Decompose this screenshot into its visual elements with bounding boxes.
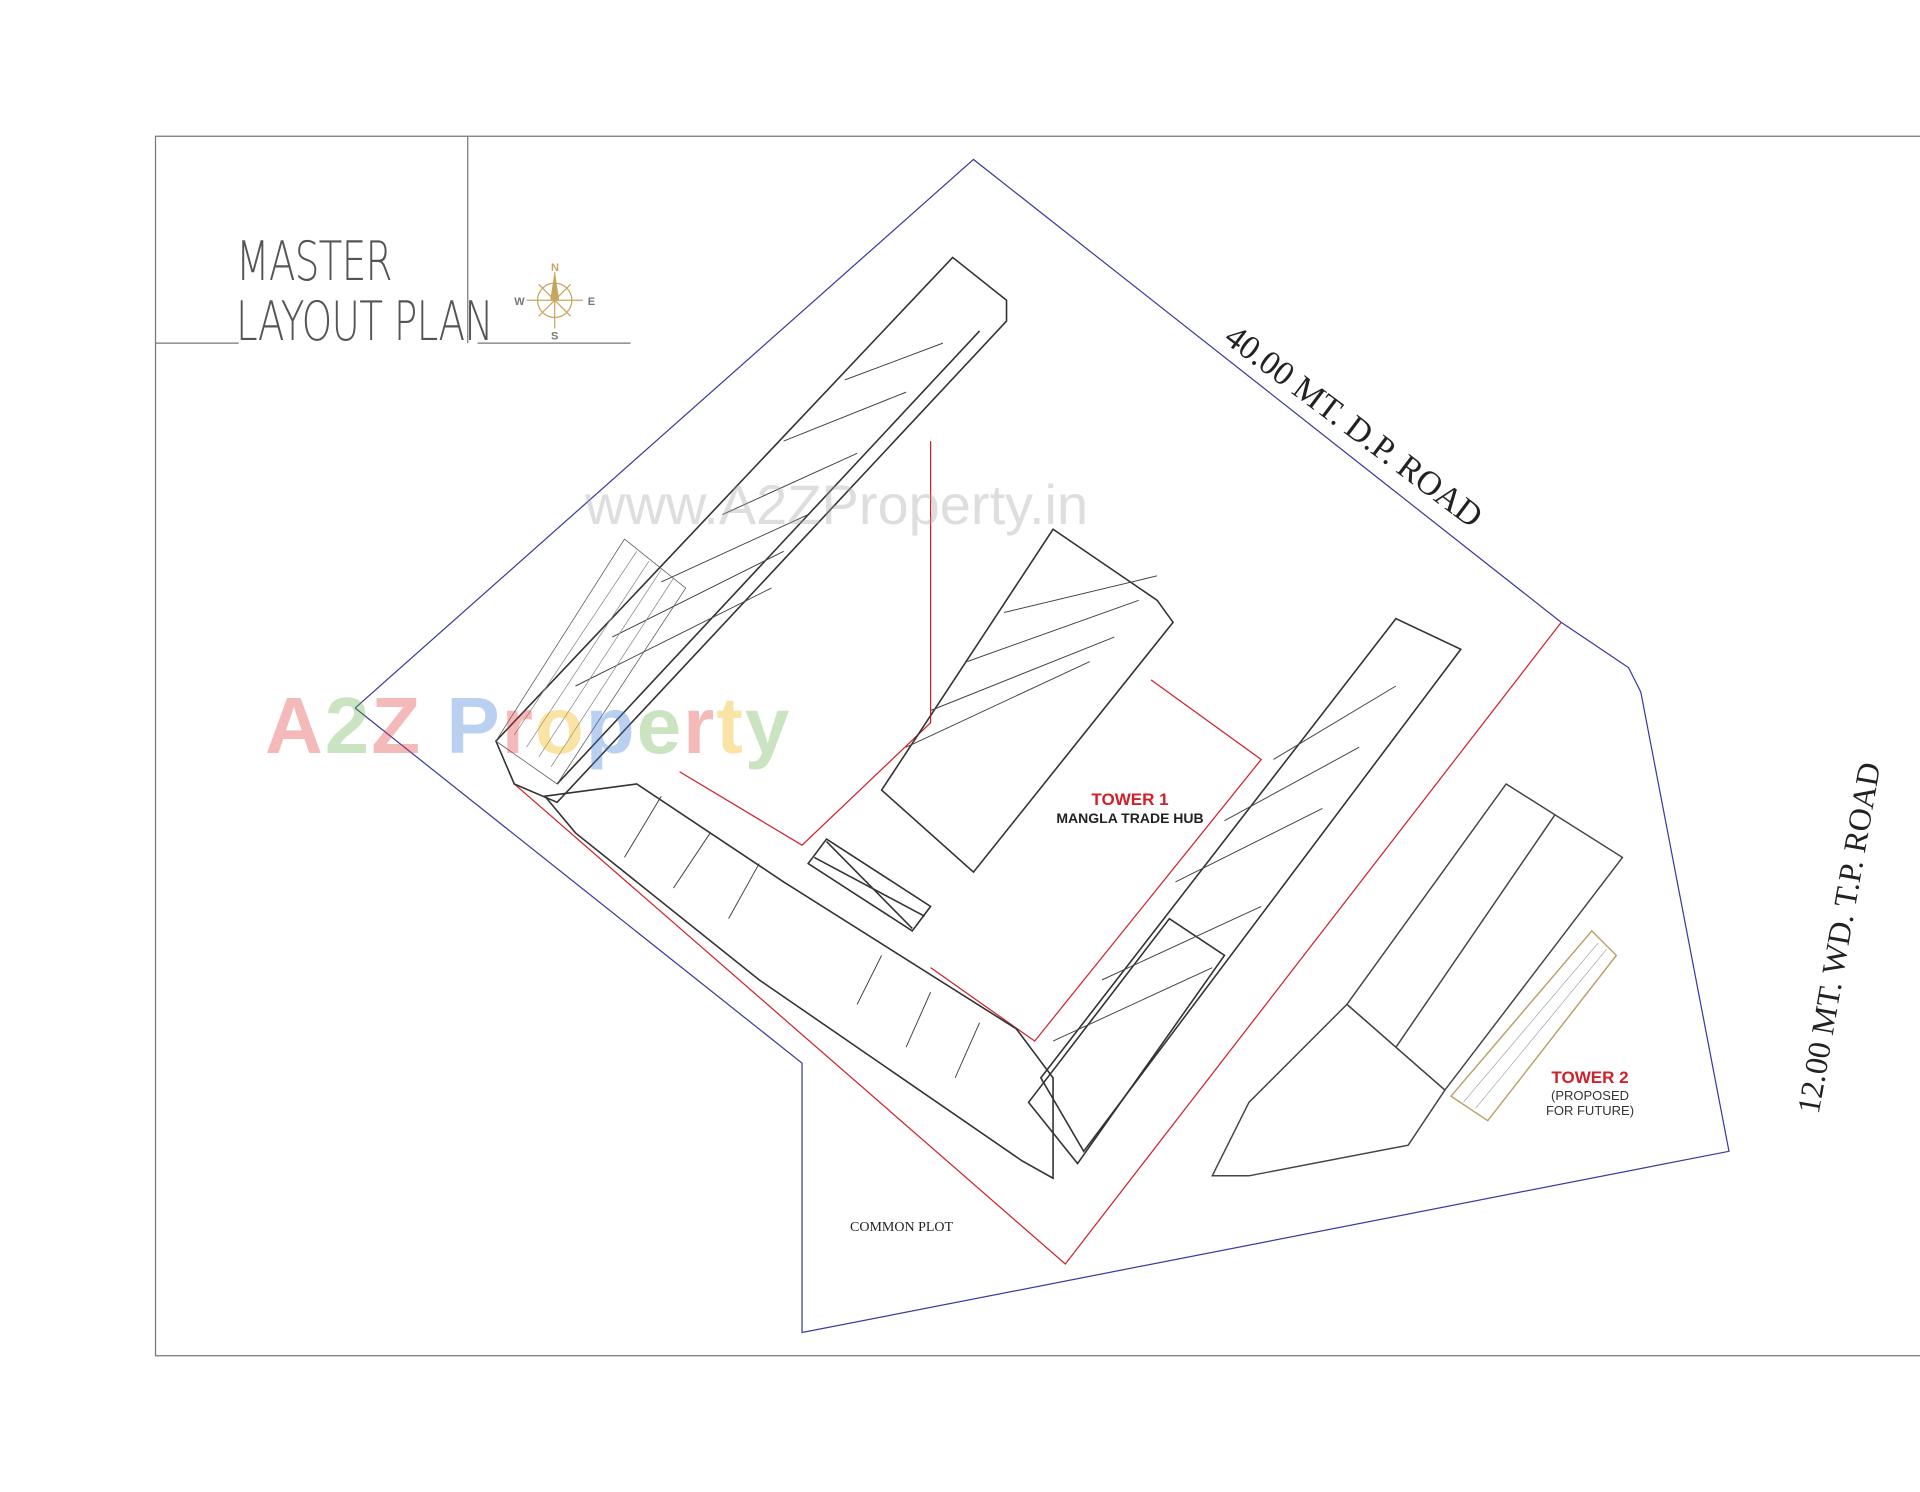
block-a-inner <box>556 330 981 785</box>
tower2-name: TOWER 2 <box>1551 1068 1629 1087</box>
tower2-label: TOWER 2 (PROPOSED FOR FUTURE) <box>1530 1068 1650 1118</box>
watermark-logo: A2Z Property <box>265 681 792 770</box>
sheet-frame <box>154 135 1920 1357</box>
tower2-note-1: (PROPOSED <box>1550 1088 1629 1103</box>
plan-title: MASTER LAYOUT PLAN <box>236 232 493 352</box>
compass-east: E <box>588 296 595 308</box>
compass-west: W <box>514 296 525 308</box>
parking-ramp-hatch <box>495 538 687 785</box>
block-b <box>880 528 1175 874</box>
tower2-parking <box>1449 929 1618 1122</box>
compass-north: N <box>551 262 559 274</box>
block-c-lower <box>1027 917 1226 1165</box>
tower1-rooms <box>575 342 1397 1079</box>
block-c <box>1039 617 1463 1153</box>
ramp <box>807 837 932 932</box>
site-boundary <box>354 158 1730 1334</box>
tower1-label: TOWER 1 MANGLA TRADE HUB <box>1040 790 1220 826</box>
title-line1: MASTER <box>236 230 393 293</box>
watermark-url: www.A2ZProperty.in <box>585 473 1089 536</box>
tower2-hatch <box>1463 942 1607 1109</box>
block-a <box>494 256 1008 804</box>
tower1-name: TOWER 1 <box>1091 790 1169 809</box>
tower2-building <box>1211 782 1624 1177</box>
tower2-note-2: FOR FUTURE) <box>1545 1103 1635 1118</box>
tower1-subtitle: MANGLA TRADE HUB <box>1056 810 1204 826</box>
setback-lines <box>513 441 1562 1265</box>
compass-south: S <box>551 330 558 342</box>
compass-icon <box>526 272 583 329</box>
title-line2: LAYOUT PLAN <box>236 290 493 353</box>
common-plot-label: COMMON PLOT <box>850 1220 954 1235</box>
